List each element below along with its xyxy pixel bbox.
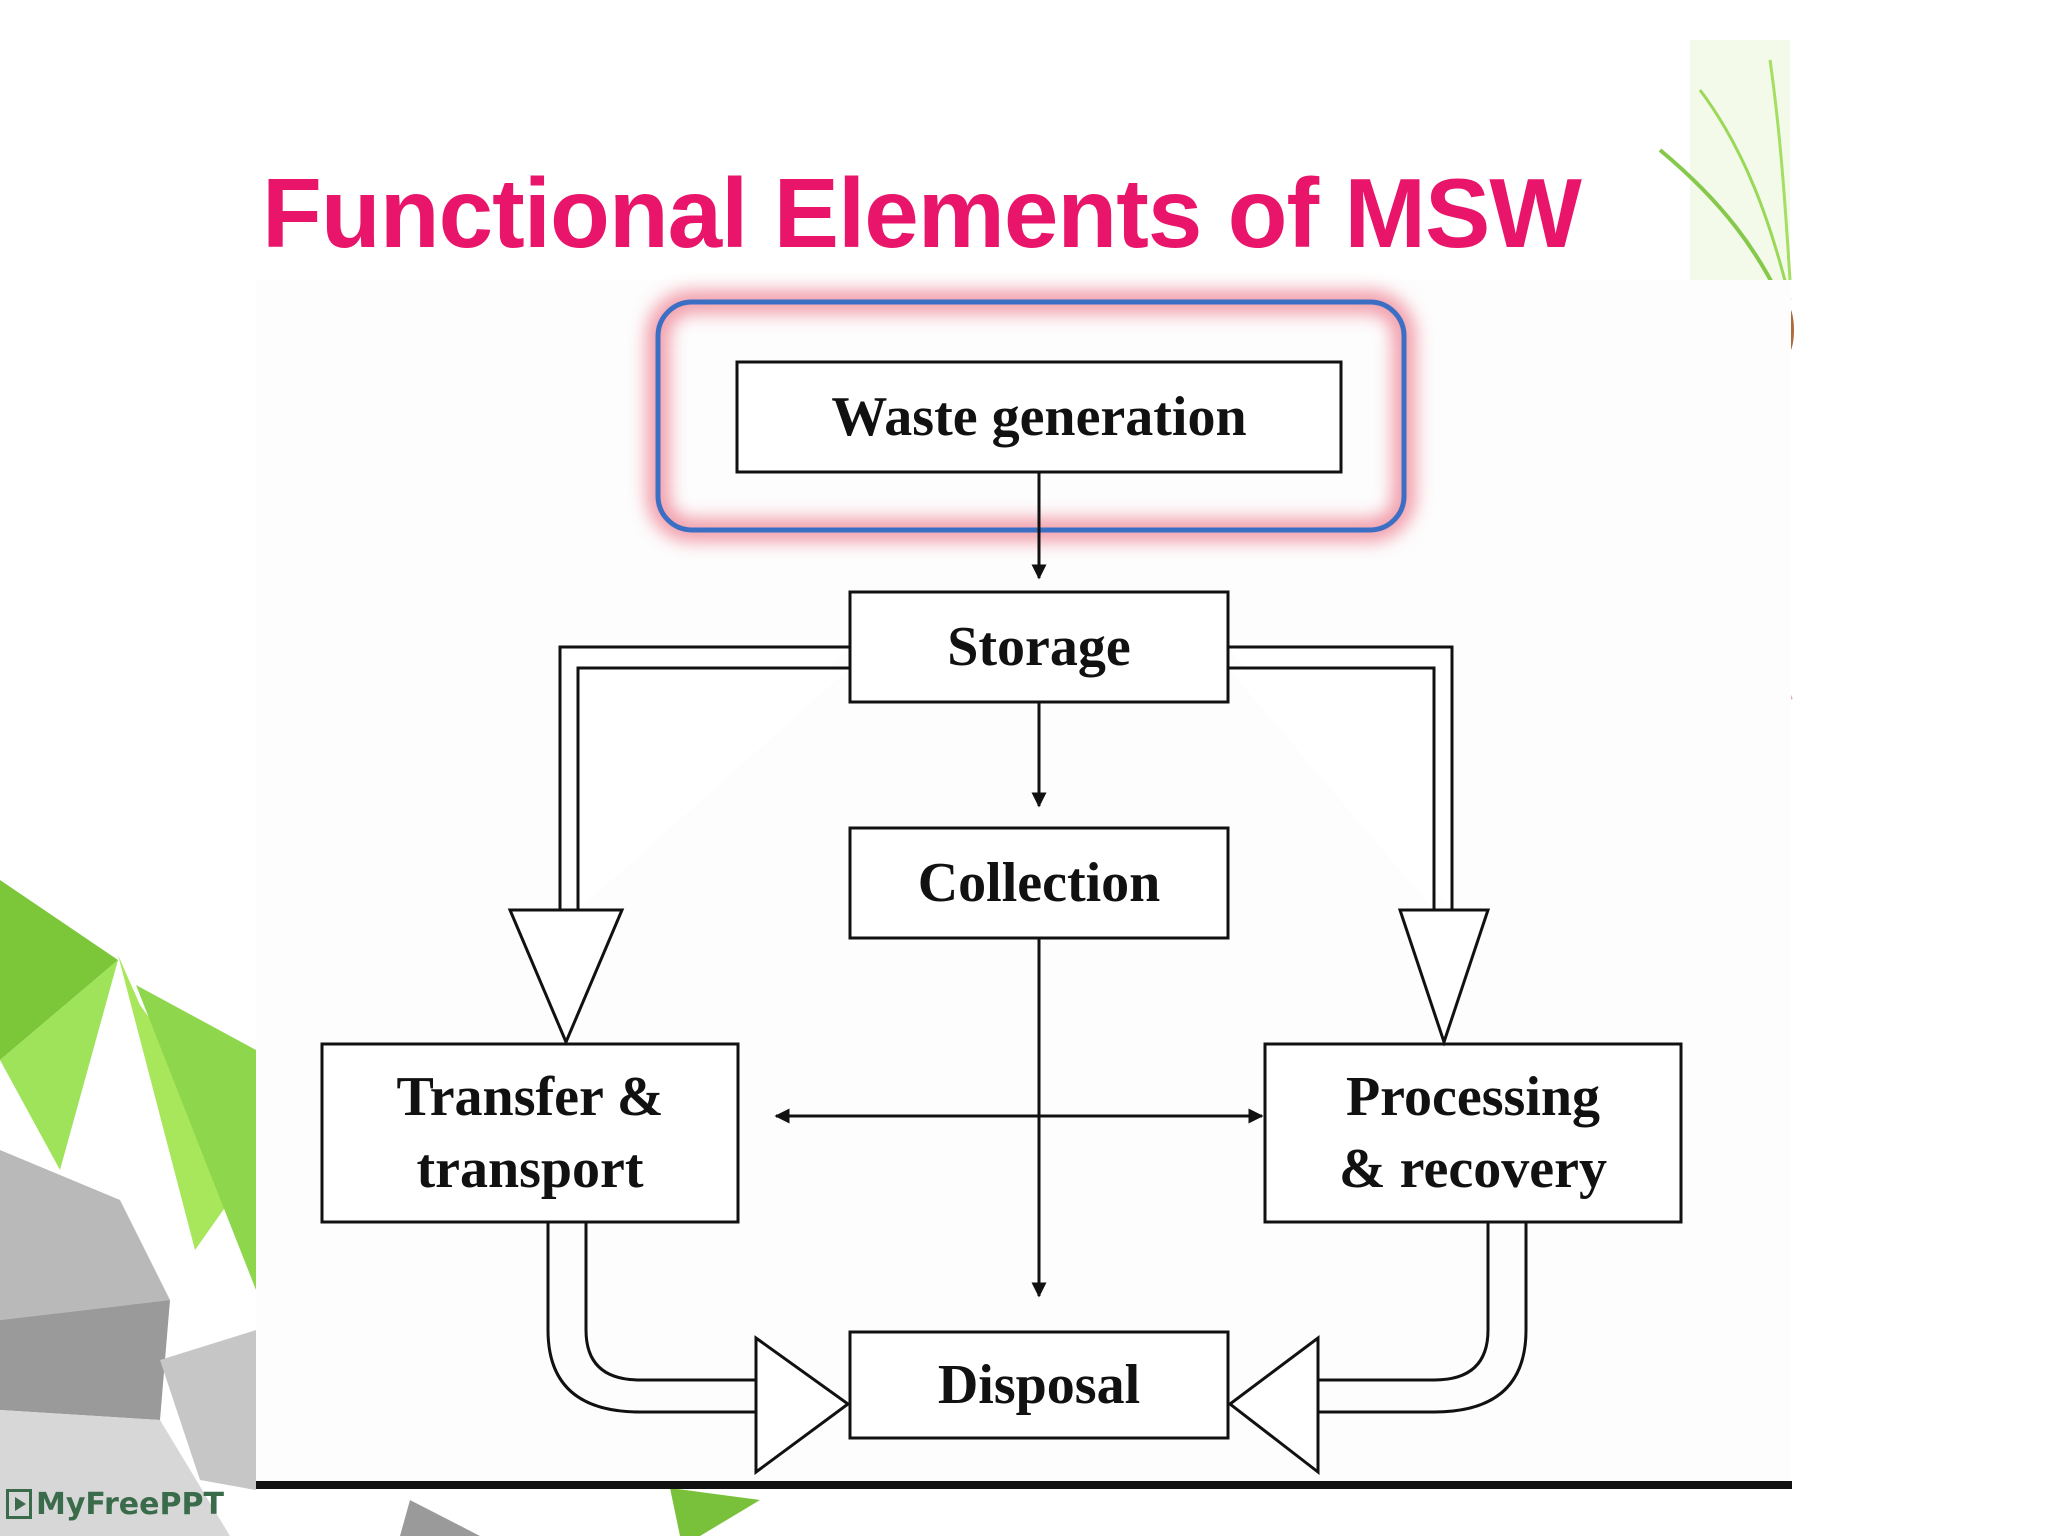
processing-label-line2: & recovery	[1339, 1138, 1607, 1200]
hollow-arrow-storage-to-transfer	[507, 645, 850, 1046]
transfer-label-line2: transport	[416, 1138, 644, 1200]
hollow-arrow-storage-to-processing	[1228, 645, 1491, 1047]
disposal-label: Disposal	[937, 1354, 1141, 1416]
node-waste-generation: Waste generation	[737, 362, 1341, 472]
play-logo-icon	[6, 1489, 32, 1519]
hollow-arrow-transfer-to-disposal	[546, 1222, 851, 1475]
hollow-arrow-processing-to-disposal	[1227, 1222, 1528, 1476]
node-processing-recovery: Processing & recovery	[1265, 1044, 1681, 1222]
transfer-label-line1: Transfer &	[396, 1066, 664, 1128]
node-transfer-transport: Transfer & transport	[322, 1044, 738, 1222]
storage-label: Storage	[947, 616, 1131, 678]
waste-generation-label: Waste generation	[831, 386, 1247, 448]
left-paper-shapes	[0, 880, 760, 1536]
watermark: MyFreePPT	[6, 1486, 224, 1522]
disposal-box	[848, 1330, 1230, 1440]
node-storage: Storage	[850, 592, 1228, 702]
watermark-text: MyFreePPT	[36, 1486, 224, 1522]
processing-recovery-box	[1263, 1042, 1683, 1224]
slide-title: Functional Elements of MSW	[262, 158, 1582, 268]
processing-label-line1: Processing	[1345, 1066, 1601, 1128]
transfer-transport-box	[320, 1042, 740, 1224]
storage-box	[848, 590, 1230, 704]
collection-label: Collection	[917, 852, 1161, 914]
node-disposal: Disposal	[850, 1332, 1228, 1438]
slide-bottom-rule	[256, 1481, 1792, 1489]
waste-generation-box	[735, 360, 1343, 474]
node-collection: Collection	[850, 828, 1228, 938]
highlight-outline	[647, 291, 1415, 541]
